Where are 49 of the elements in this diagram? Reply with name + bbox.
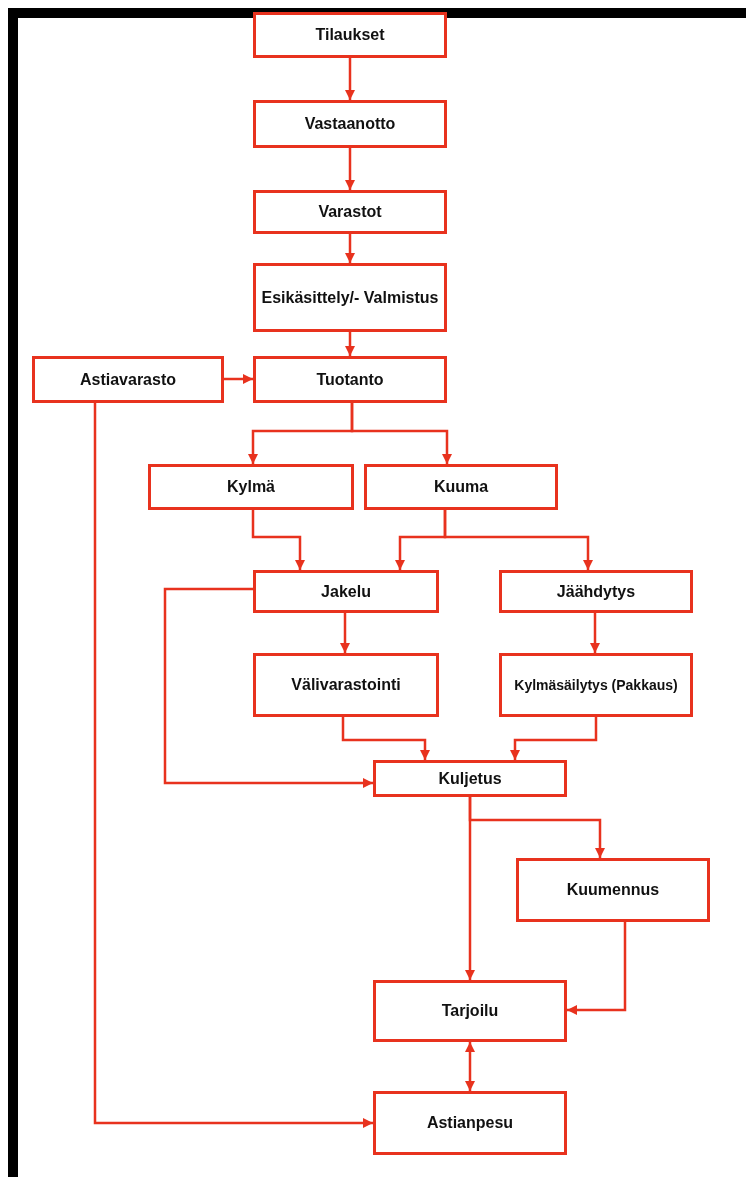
box-label: Kuljetus: [438, 768, 502, 789]
box-label: Kuuma: [433, 477, 489, 498]
box-label: Tilaukset: [315, 25, 385, 46]
arrow: [350, 403, 452, 464]
box-label: Esikäsittely/- Valmistus: [261, 287, 439, 308]
box-label: Tarjoilu: [441, 1001, 499, 1022]
arrow: [443, 510, 593, 570]
process-box: [253, 190, 447, 234]
box-label: Vastaanotto: [304, 114, 396, 135]
process-box: [499, 570, 693, 613]
arrow: [93, 403, 373, 1128]
box-label: Tuotanto: [316, 369, 384, 390]
process-box: [253, 356, 447, 403]
arrow: [341, 717, 430, 760]
process-box: [253, 263, 447, 332]
process-box: [373, 760, 567, 797]
box-label: Astiavarasto: [79, 369, 176, 390]
box-label: Kuumennus: [566, 880, 660, 901]
arrow: [468, 797, 605, 858]
arrow: [345, 148, 355, 190]
process-box: [253, 653, 439, 717]
box-label: Varastot: [318, 202, 382, 223]
arrow: [340, 613, 350, 653]
arrow: [345, 332, 355, 356]
arrow: [465, 1042, 475, 1091]
process-box: [516, 858, 710, 922]
process-box: [32, 356, 224, 403]
arrow: [567, 922, 627, 1015]
box-label: Jakelu: [321, 581, 371, 602]
box-label: Jäähdytys: [556, 581, 636, 602]
box-label: Astianpesu: [426, 1113, 514, 1134]
arrow: [510, 717, 598, 760]
process-box: [253, 12, 447, 58]
process-box: [253, 570, 439, 613]
arrow: [163, 587, 373, 788]
box-label: Välivarastointi: [291, 675, 401, 696]
process-box: [373, 1091, 567, 1155]
process-box: [148, 464, 354, 510]
box-label: Kylmäsäilytys (Pakkaus): [514, 675, 678, 695]
arrow: [345, 234, 355, 263]
process-box: [253, 100, 447, 148]
arrow: [345, 58, 355, 100]
arrow: [251, 510, 305, 570]
process-box: [373, 980, 567, 1042]
arrow: [224, 374, 253, 384]
process-box: [364, 464, 558, 510]
process-box: [499, 653, 693, 717]
arrow: [590, 613, 600, 653]
box-label: Kylmä: [227, 477, 275, 498]
